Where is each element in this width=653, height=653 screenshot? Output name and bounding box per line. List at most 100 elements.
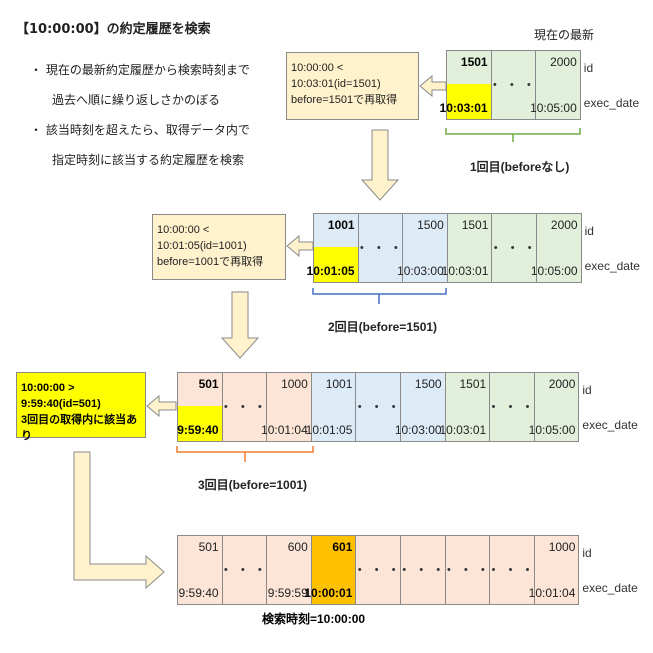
record-cell: 600 9:59:59 <box>266 535 312 605</box>
record-exec-date: 10:03:01 <box>441 264 489 278</box>
record-exec-date: 9:59:40 <box>177 423 219 437</box>
id-axis-label: id <box>584 224 594 238</box>
arrow-down-icon <box>360 129 400 201</box>
ellipsis: ・・・ <box>352 400 404 416</box>
record-cell: 1001 10:01:05 <box>306 372 357 442</box>
ellipsis-cell: ・・・ <box>489 213 537 283</box>
bracket-fetch-1 <box>445 128 581 142</box>
record-cell: 1500 10:03:00 <box>395 372 446 442</box>
record-exec-date: 10:03:01 <box>439 101 488 115</box>
ellipsis: ・・・ <box>218 400 270 416</box>
id-axis-label: id <box>582 383 592 397</box>
ellipsis: ・・・ <box>397 563 449 579</box>
record-exec-date: 10:01:05 <box>305 423 353 437</box>
record-cell: 601 10:00:01 <box>304 535 357 605</box>
record-id: 1500 <box>414 377 442 391</box>
ellipsis: ・・・ <box>218 563 270 579</box>
record-cell: 501 9:59:40 <box>177 535 223 605</box>
arrow-bend-icon <box>73 451 165 590</box>
record-id: 1501 <box>459 377 487 391</box>
ellipsis: ・・・ <box>486 400 538 416</box>
record-id: 1000 <box>548 540 576 554</box>
page-title: 【10:00:00】の約定履歴を検索 <box>16 22 211 37</box>
arrow-left-icon <box>286 234 314 258</box>
fetch-1-label: 1回目(beforeなし) <box>470 160 570 174</box>
record-cell: 1501 10:03:01 <box>440 50 492 120</box>
record-exec-date: 10:03:00 <box>394 423 442 437</box>
arrow-left-icon <box>146 394 177 418</box>
exec-date-axis-label: exec_date <box>582 581 638 595</box>
search-time-label: 検索時刻=10:00:00 <box>262 612 366 626</box>
ellipsis-cell: ・・・ <box>487 50 539 120</box>
ellipsis: ・・・ <box>352 563 404 579</box>
record-id: 1001 <box>327 218 355 232</box>
note-1-line-2: before=1501で再取得 <box>291 94 398 106</box>
ellipsis-cell: ・・・ <box>218 372 270 442</box>
bracket-fetch-3 <box>176 446 314 462</box>
bullet-1-line-2: 過去へ順に繰り返しさかのぼる <box>52 93 221 107</box>
latest-label: 現在の最新 <box>534 28 595 42</box>
highlight-band <box>178 406 222 441</box>
ellipsis: ・・・ <box>486 563 538 579</box>
record-id: 501 <box>198 377 219 391</box>
record-cell: 2000 10:05:00 <box>531 213 582 283</box>
record-exec-date: 10:05:00 <box>530 264 578 278</box>
record-id: 2000 <box>548 377 576 391</box>
record-id: 1501 <box>460 55 488 69</box>
id-axis-label: id <box>583 61 594 75</box>
bullet-2-line-2: 指定時刻に該当する約定履歴を検索 <box>52 153 245 167</box>
note-fetch-1: 10:00:00 < 10:03:01(id=1501) before=1501… <box>286 52 419 120</box>
record-cell: 1000 10:01:04 <box>529 535 580 605</box>
record-exec-date: 10:00:01 <box>304 586 353 600</box>
record-id: 1500 <box>417 218 444 232</box>
ellipsis: ・・・ <box>487 78 539 94</box>
note-1-line-1: 10:00:00 < 10:03:01(id=1501) <box>291 62 381 90</box>
arrow-left-icon <box>419 74 447 98</box>
exec-date-axis-label: exec_date <box>582 418 638 432</box>
bullet-2-line-1: ・ 該当時刻を超えたら、取得データ内で <box>30 123 250 137</box>
ellipsis-cell: ・・・ <box>218 535 270 605</box>
note-3-line-2: 3回目の取得内に該当あり <box>21 414 138 442</box>
record-id: 600 <box>287 540 308 554</box>
record-cell: 1500 10:03:00 <box>397 213 448 283</box>
note-2-line-1: 10:00:00 < 10:01:05(id=1001) <box>157 224 247 252</box>
record-id: 2000 <box>550 55 577 69</box>
record-exec-date: 10:03:00 <box>397 264 444 278</box>
record-cell: 1501 10:03:01 <box>442 213 493 283</box>
ellipsis-cell: ・・・ <box>354 213 406 283</box>
bracket-fetch-2 <box>312 288 447 304</box>
record-cell: 2000 10:05:00 <box>529 372 580 442</box>
record-exec-date: 10:01:04 <box>261 423 308 437</box>
record-id: 1000 <box>281 377 308 391</box>
note-3-line-1: 10:00:00 > 9:59:40(id=501) <box>21 382 101 410</box>
ellipsis-cell: ・・・ <box>486 535 538 605</box>
ellipsis: ・・・ <box>354 241 406 257</box>
id-axis-label: id <box>582 546 592 560</box>
record-exec-date: 10:01:04 <box>528 586 576 600</box>
arrow-down-icon <box>220 291 260 359</box>
ellipsis-cell: ・・・ <box>397 535 449 605</box>
bullet-1-line-1: ・ 現在の最新約定履歴から検索時刻まで <box>30 63 250 77</box>
ellipsis-cell: ・・・ <box>352 535 404 605</box>
record-id: 2000 <box>550 218 578 232</box>
highlight-band <box>447 84 491 119</box>
record-id: 601 <box>332 540 353 554</box>
record-exec-date: 9:59:40 <box>178 586 219 600</box>
record-exec-date: 10:05:00 <box>528 423 576 437</box>
record-id: 1001 <box>325 377 353 391</box>
record-id: 501 <box>198 540 219 554</box>
record-cell: 501 9:59:40 <box>177 372 223 442</box>
ellipsis: ・・・ <box>441 563 493 579</box>
note-fetch-2: 10:00:00 < 10:01:05(id=1001) before=1001… <box>152 214 286 280</box>
exec-date-axis-label: exec_date <box>584 259 640 273</box>
record-id: 1501 <box>461 218 489 232</box>
note-fetch-3: 10:00:00 > 9:59:40(id=501) 3回目の取得内に該当あり <box>16 372 146 442</box>
record-exec-date: 10:03:01 <box>439 423 487 437</box>
record-exec-date: 9:59:59 <box>267 586 308 600</box>
exec-date-axis-label: exec_date <box>583 96 640 110</box>
record-exec-date: 10:01:05 <box>306 264 355 278</box>
highlight-band <box>314 247 358 282</box>
fetch-3-label: 3回目(before=1001) <box>198 478 308 492</box>
